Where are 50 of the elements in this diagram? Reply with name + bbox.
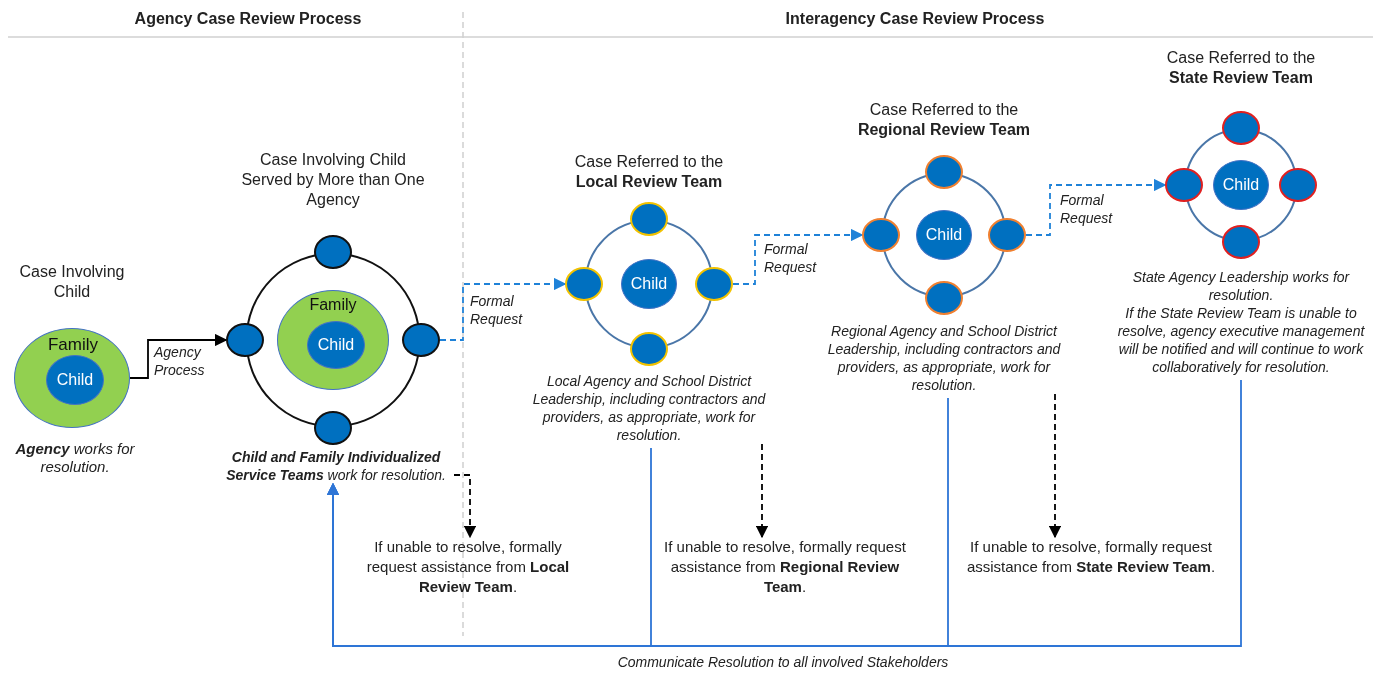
arrow: [326, 379, 1242, 647]
note-text: If unable to resolve, formally request assistance from State Review Team.: [966, 537, 1216, 577]
description-text: Local Agency and School District Leadership, including contractors and providers, as appropriate, work for resolution.: [524, 372, 774, 444]
member-circle: [925, 281, 963, 315]
member-circle: [988, 218, 1026, 252]
note-text: If unable to resolve, formally request assistance from Local Review Team.: [348, 537, 588, 597]
child-circle: Child: [621, 259, 677, 309]
member-circle: [314, 411, 352, 445]
section-heading: Interagency Case Review Process: [784, 10, 1046, 28]
arrow: [453, 474, 477, 539]
member-circle: [1165, 168, 1203, 202]
circle-label: Family: [309, 296, 357, 314]
member-circle: [1279, 168, 1317, 202]
description-text: Child and Family Individualized Service Teams work for resolution.: [218, 448, 454, 484]
heading-text: Case Involving Child: [18, 262, 126, 302]
edge-label: Formal Request: [1058, 191, 1115, 227]
description-text: If the State Review Team is unable to resolve, agency executive management will be notified and will continue to work collaboratively for resolution.: [1116, 304, 1366, 376]
description-text: Regional Agency and School District Leadership, including contractors and providers, as appropriate, work for resolution.: [819, 322, 1069, 394]
member-circle: [1222, 225, 1260, 259]
child-circle: Child: [307, 321, 365, 369]
edge-label: Formal Request: [468, 292, 525, 328]
arrow: [439, 277, 567, 341]
caption-text: Agency works for resolution.: [14, 440, 136, 476]
child-circle: Child: [916, 210, 972, 260]
circle-label: Family: [46, 335, 100, 355]
member-circle: [314, 235, 352, 269]
member-circle: [402, 323, 440, 357]
note-text: If unable to resolve, formally request assistance from Regional Review Team.: [660, 537, 910, 597]
section-heading: Agency Case Review Process: [133, 10, 363, 28]
arrow: [129, 333, 228, 379]
description-text: State Agency Leadership works for resolution.: [1131, 268, 1351, 304]
member-circle: [1222, 111, 1260, 145]
member-circle: [630, 332, 668, 366]
member-circle: [695, 267, 733, 301]
arrow: [1025, 178, 1167, 236]
heading-text: Case Involving Child Served by More than One Agency: [240, 150, 426, 210]
member-circle: [630, 202, 668, 236]
member-circle: [565, 267, 603, 301]
child-circle: Child: [1213, 160, 1269, 210]
member-circle: [925, 155, 963, 189]
member-circle: [226, 323, 264, 357]
member-circle: [862, 218, 900, 252]
heading-text: Case Referred to the Local Review Team: [573, 152, 725, 192]
heading-text: Case Referred to the Regional Review Team: [856, 100, 1032, 140]
heading-text: Case Referred to the State Review Team: [1165, 48, 1317, 88]
arrow: [732, 228, 864, 285]
edge-label: Formal Request: [762, 240, 819, 276]
arrow: [1048, 393, 1062, 539]
arrow: [755, 443, 769, 539]
flow-note: Communicate Resolution to all involved Stakeholders: [616, 654, 950, 670]
